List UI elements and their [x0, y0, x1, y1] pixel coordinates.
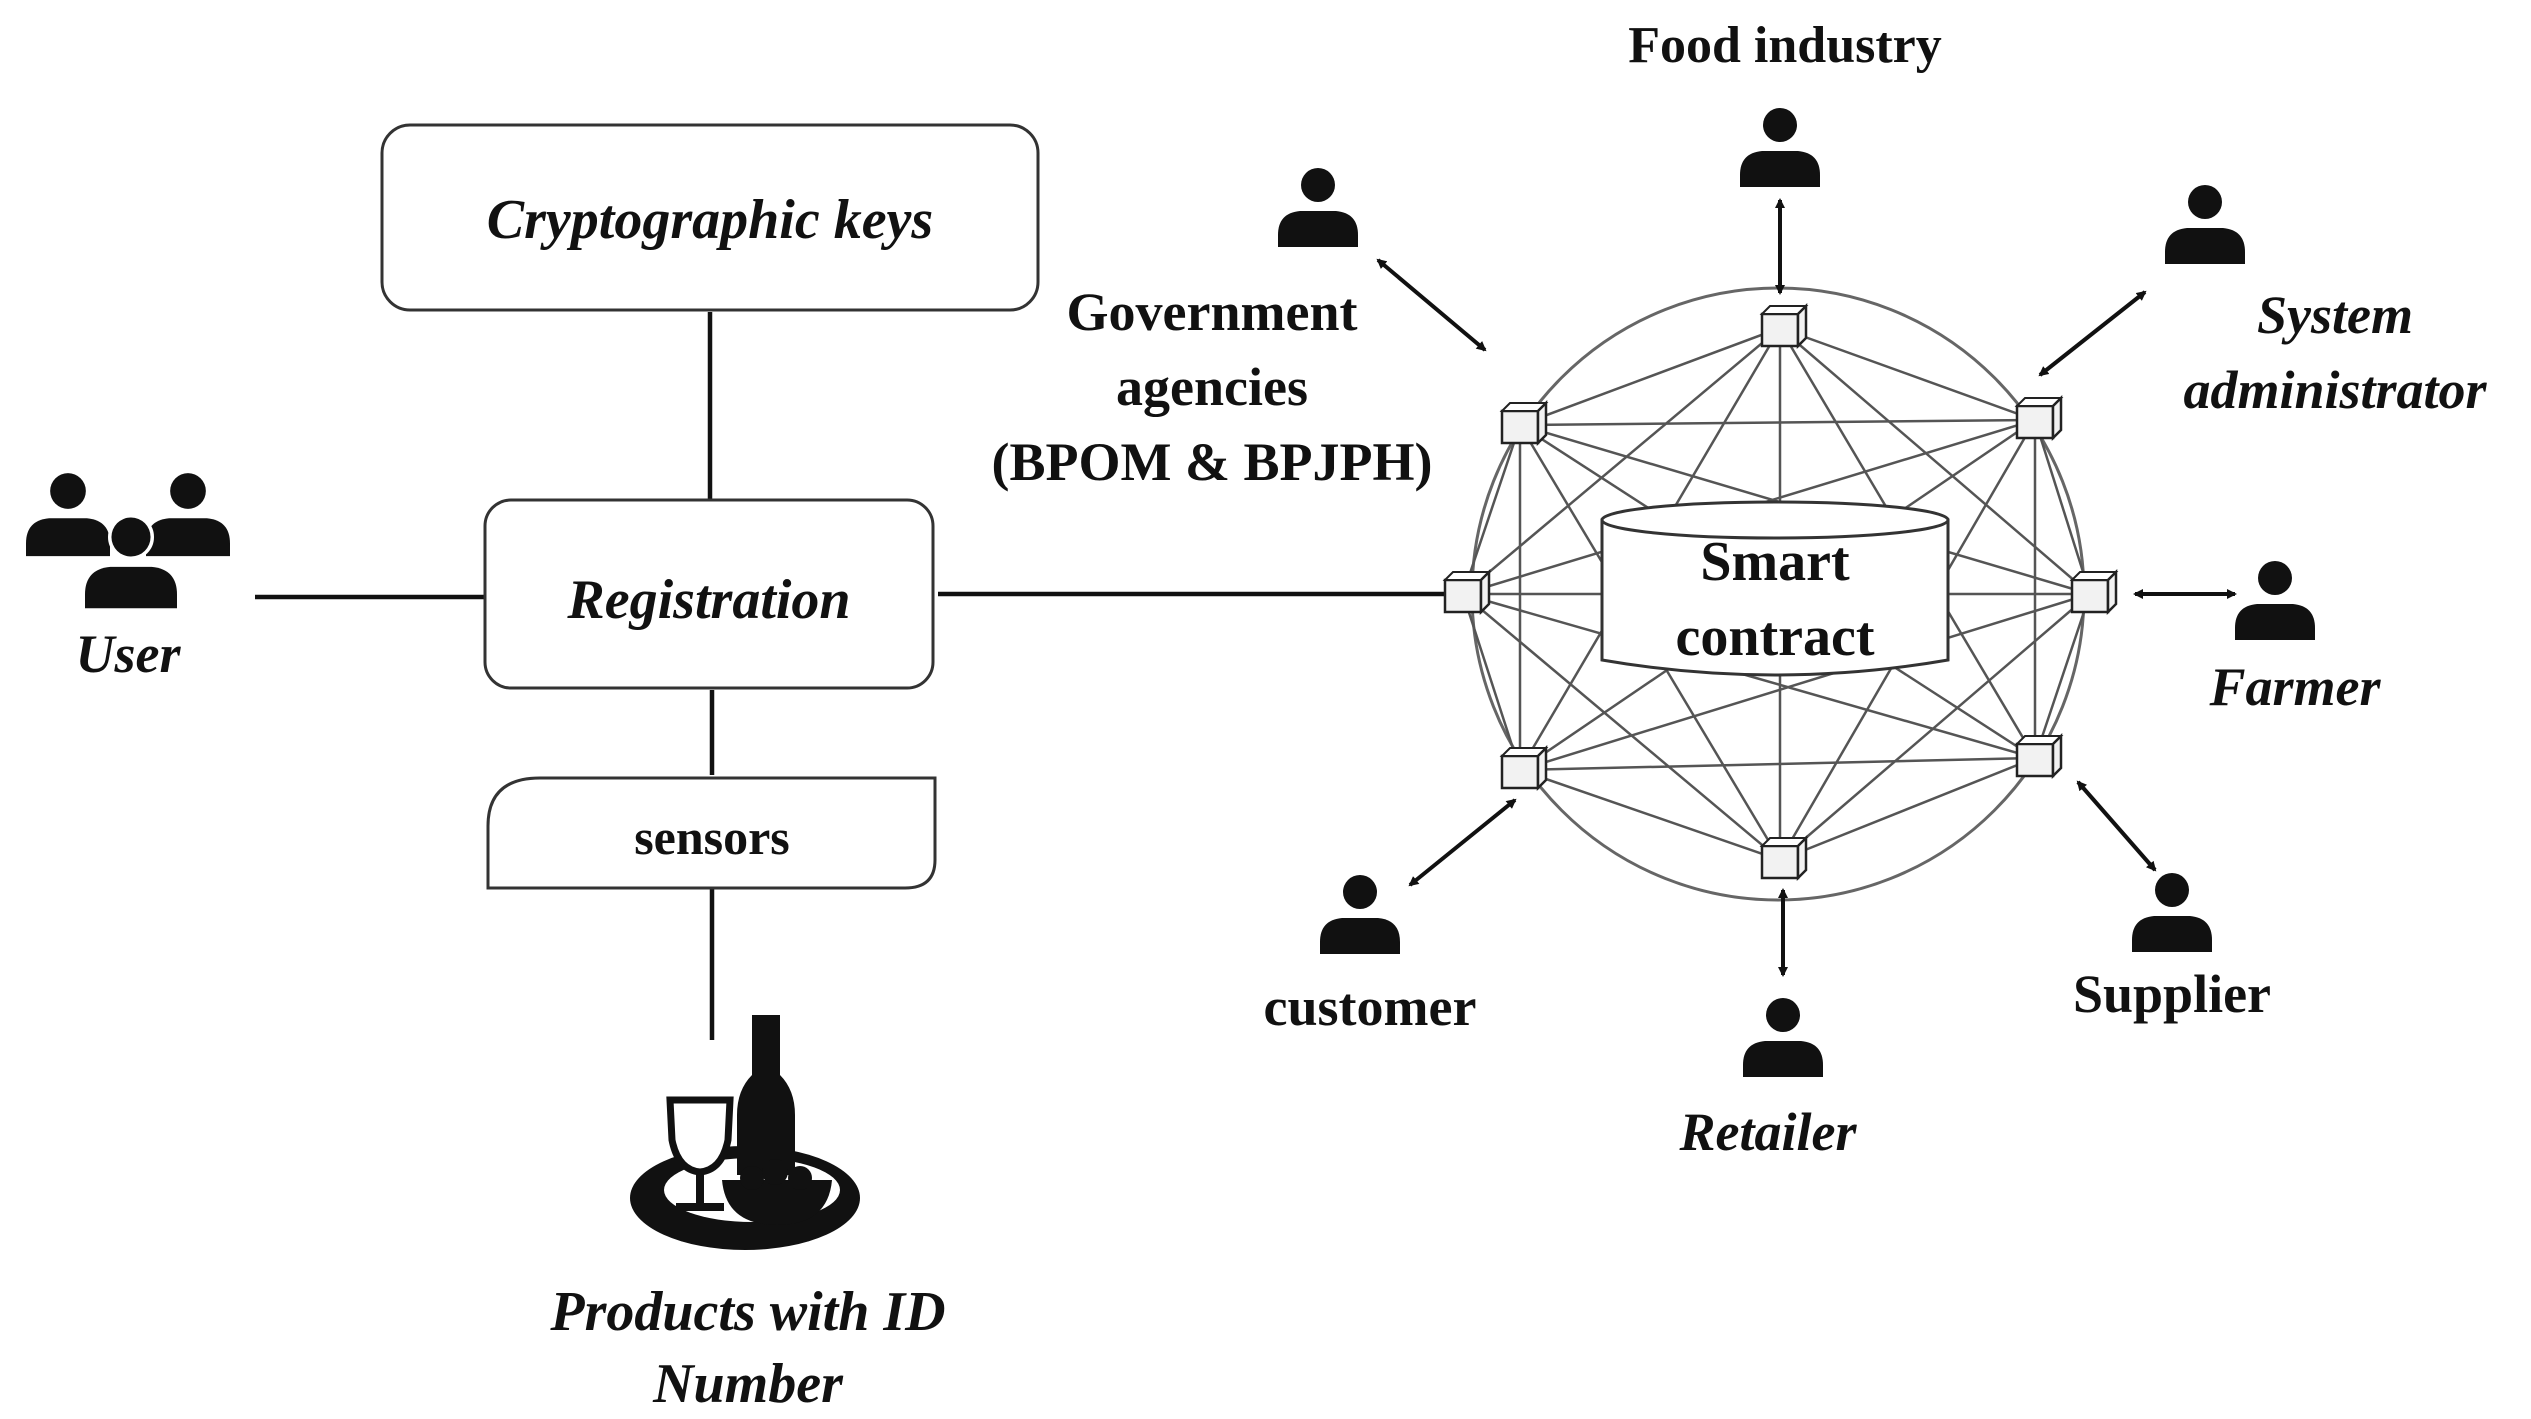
customer-arrow [1408, 798, 1517, 887]
customer-person-icon [1320, 875, 1400, 954]
mesh-link [1779, 756, 2036, 862]
government-label-line3: (BPOM & BPJPH) [992, 432, 1433, 492]
sensors-box: sensors [486, 776, 937, 890]
sysadmin-person-icon [2165, 185, 2245, 264]
products-label-line2: Number [652, 1353, 844, 1415]
government-label-line1: Government [1067, 282, 1358, 342]
mesh-link [1519, 756, 2036, 772]
government-label-line2: agencies [1116, 357, 1308, 417]
actor-arrows [1376, 198, 2237, 977]
food-industry-label: Food industry [1628, 17, 1942, 74]
blockchain-node-icon [2014, 732, 2064, 780]
blockchain-node-icon [1442, 568, 1492, 616]
farmer-label: Farmer [2208, 657, 2381, 717]
mesh-link [1461, 424, 1522, 595]
mesh-link [1462, 593, 1781, 861]
blockchain-node-icon [1759, 302, 1809, 350]
sysadmin-arrow [2038, 290, 2147, 377]
user-label: User [76, 624, 182, 684]
retailer-person-icon [1743, 998, 1823, 1077]
food-industry-person-icon [1740, 108, 1820, 187]
food-products-icon [630, 1015, 860, 1250]
products-label-line1: Products with ID [549, 1281, 945, 1343]
blockchain-node-icon [1499, 399, 1549, 447]
supplier-label: Supplier [2073, 964, 2271, 1024]
network-mesh [1461, 326, 2092, 862]
registration-label: Registration [566, 569, 850, 631]
mesh-link [1519, 592, 2091, 772]
government-person-icon [1278, 168, 1358, 247]
mesh-link [1519, 418, 2036, 427]
mesh-link [1462, 327, 1781, 595]
blockchain-node-icon [1759, 834, 1809, 882]
government-arrow [1376, 258, 1487, 352]
sysadmin-label-line1: System [2257, 285, 2413, 345]
sysadmin-label-line2: administrator [2183, 360, 2487, 420]
smart-contract-database: Smart contract [1600, 500, 1950, 677]
retailer-label: Retailer [1679, 1102, 1858, 1162]
left-wires [255, 312, 1445, 1040]
mesh-link [2033, 419, 2092, 595]
mesh-link [1519, 326, 1781, 427]
mesh-link [1519, 768, 1781, 862]
cryptographic-keys-label: Cryptographic keys [487, 189, 933, 251]
mesh-link [1779, 327, 2091, 595]
blockchain-node-icon [2069, 568, 2119, 616]
supplier-arrow [2076, 780, 2157, 872]
farmer-person-icon [2235, 561, 2315, 640]
user-group-icon [26, 473, 230, 608]
smart-contract-line2: contract [1675, 606, 1874, 668]
mesh-link [1461, 593, 1522, 771]
mesh-link [2033, 593, 2092, 759]
cryptographic-keys-box: Cryptographic keys [380, 123, 1040, 312]
mesh-link [1779, 593, 2091, 861]
blockchain-node-icon [1499, 744, 1549, 792]
sensors-label: sensors [634, 809, 790, 865]
supplier-person-icon [2132, 873, 2212, 952]
actor-labels: Food industry Government agencies (BPOM … [992, 17, 2488, 1162]
network-nodes [1442, 302, 2119, 882]
smart-contract-line1: Smart [1700, 531, 1850, 593]
registration-box: Registration [483, 498, 935, 690]
customer-label: customer [1264, 977, 1477, 1037]
mesh-link [1779, 326, 2036, 422]
blockchain-node-icon [2014, 394, 2064, 442]
